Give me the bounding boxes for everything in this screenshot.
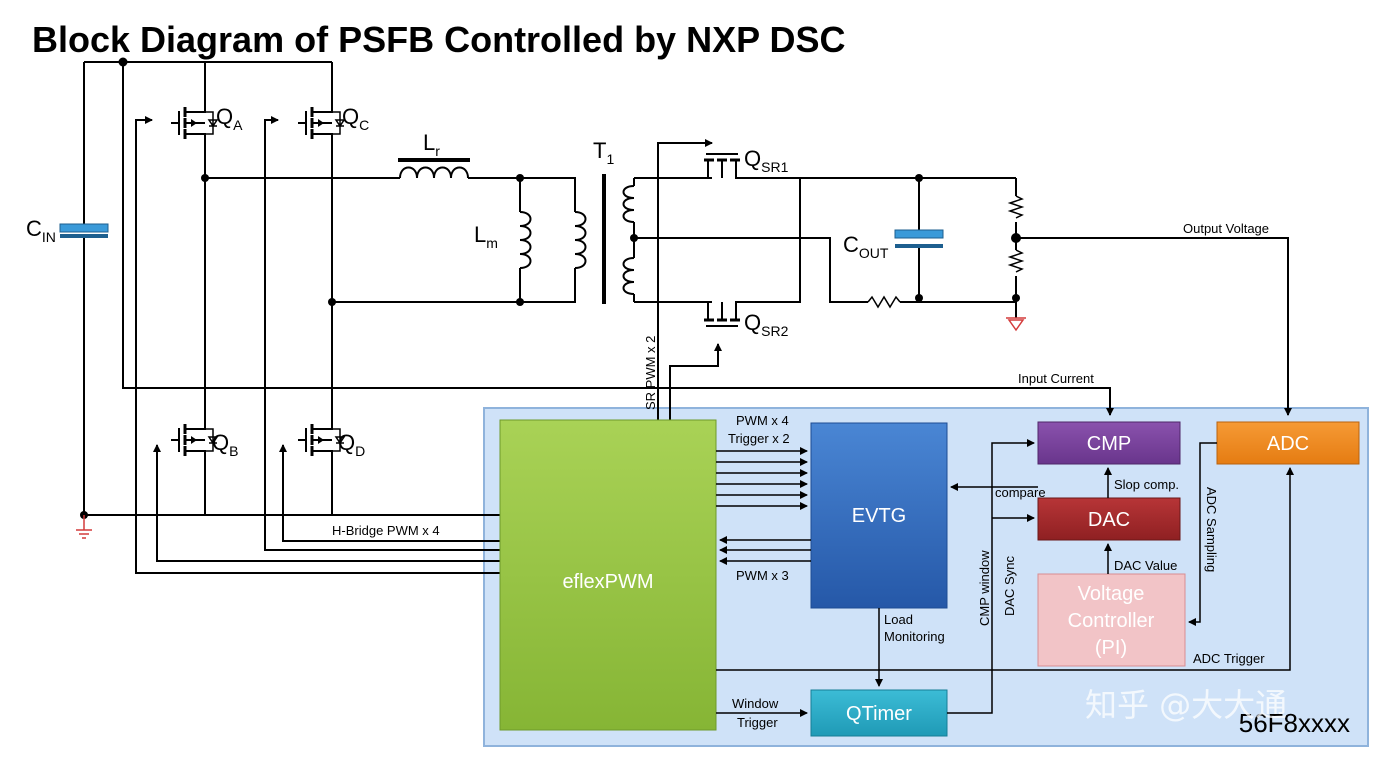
- evtg-label: EVTG: [852, 505, 906, 527]
- dac-sync-label: DAC Sync: [1002, 556, 1017, 616]
- watermark: 知乎 @大大通: [1085, 686, 1287, 724]
- mosfet-qd: [298, 424, 346, 456]
- slop-comp-label: Slop comp.: [1114, 477, 1179, 492]
- label-lm: Lm: [474, 222, 498, 251]
- chip-label: 56F8xxxx: [1239, 708, 1350, 738]
- cmp-window-label: CMP window: [977, 550, 992, 626]
- cmp-label: CMP: [1087, 433, 1131, 455]
- label-cin: CIN: [26, 216, 56, 245]
- block-adc: ADC: [1216, 421, 1360, 465]
- eflexpwm-label: eflexPWM: [562, 571, 653, 593]
- adc-label: ADC: [1267, 433, 1309, 455]
- hbridge-pwm-label: H-Bridge PWM x 4: [332, 523, 440, 538]
- dac-value-label: DAC Value: [1114, 558, 1177, 573]
- adc-sampling-label: ADC Sampling: [1204, 487, 1219, 572]
- compare-label: compare: [995, 485, 1046, 500]
- adc-trigger-label: ADC Trigger: [1193, 651, 1265, 666]
- label-qsr1: QSR1: [744, 146, 789, 175]
- label-qb: QB: [212, 430, 238, 459]
- capacitor-cin: [59, 223, 109, 238]
- block-cmp: CMP: [1037, 421, 1181, 465]
- load-monitoring-label-2: Monitoring: [884, 629, 945, 644]
- trigger-x2-label: Trigger x 2: [728, 431, 790, 446]
- component-labels: CIN QA QC QB QD Lr Lm T1 QSR1 QSR2 COUT: [26, 104, 889, 459]
- sr-pwm-lines: SR PWM x 2: [643, 139, 722, 420]
- block-voltage-controller: Voltage Controller (PI): [1037, 573, 1186, 667]
- sr-pwm-label: SR PWM x 2: [643, 336, 658, 410]
- voltage-controller-line-1: Voltage: [1078, 583, 1145, 605]
- label-qd: QD: [338, 430, 365, 459]
- label-qa: QA: [216, 104, 243, 133]
- mosfet-qc: [298, 107, 346, 139]
- window-trigger-label-2: Trigger: [737, 715, 778, 730]
- output-voltage-label: Output Voltage: [1183, 221, 1269, 236]
- mcu-signal-labels: PWM x 4 Trigger x 2 PWM x 3 compare Slop…: [728, 413, 1265, 730]
- mosfets: [171, 107, 740, 456]
- voltage-controller-line-2: Controller: [1068, 610, 1155, 632]
- load-monitoring-label-1: Load: [884, 612, 913, 627]
- hbridge-pwm-lines: H-Bridge PWM x 4: [135, 116, 500, 574]
- block-dac: DAC: [1037, 497, 1181, 541]
- block-evtg: EVTG: [810, 422, 948, 609]
- power-stage-wiring: [76, 57, 1292, 539]
- pwm-x4-label: PWM x 4: [736, 413, 789, 428]
- diagram-title: Block Diagram of PSFB Controlled by NXP …: [32, 19, 845, 60]
- label-qc: QC: [342, 104, 369, 133]
- qtimer-label: QTimer: [846, 703, 912, 725]
- mosfet-qb: [171, 424, 219, 456]
- mosfet-qsr1: [704, 153, 740, 179]
- capacitor-cout: [894, 229, 944, 248]
- label-qsr2: QSR2: [744, 310, 789, 339]
- mosfet-qa: [171, 107, 219, 139]
- inductor-lr: [398, 158, 470, 179]
- mcu-signal-lines: [716, 439, 1294, 717]
- voltage-controller-line-3: (PI): [1095, 637, 1127, 659]
- block-eflexpwm: eflexPWM: [499, 419, 717, 731]
- input-current-label: Input Current: [1018, 371, 1094, 386]
- pwm-x3-label: PWM x 3: [736, 568, 789, 583]
- window-trigger-label-1: Window: [732, 696, 779, 711]
- label-t1: T1: [593, 138, 614, 167]
- mosfet-qsr2: [704, 301, 740, 327]
- label-lr: Lr: [423, 130, 440, 159]
- dac-label: DAC: [1088, 509, 1130, 531]
- block-qtimer: QTimer: [810, 689, 948, 737]
- label-cout: COUT: [843, 232, 889, 261]
